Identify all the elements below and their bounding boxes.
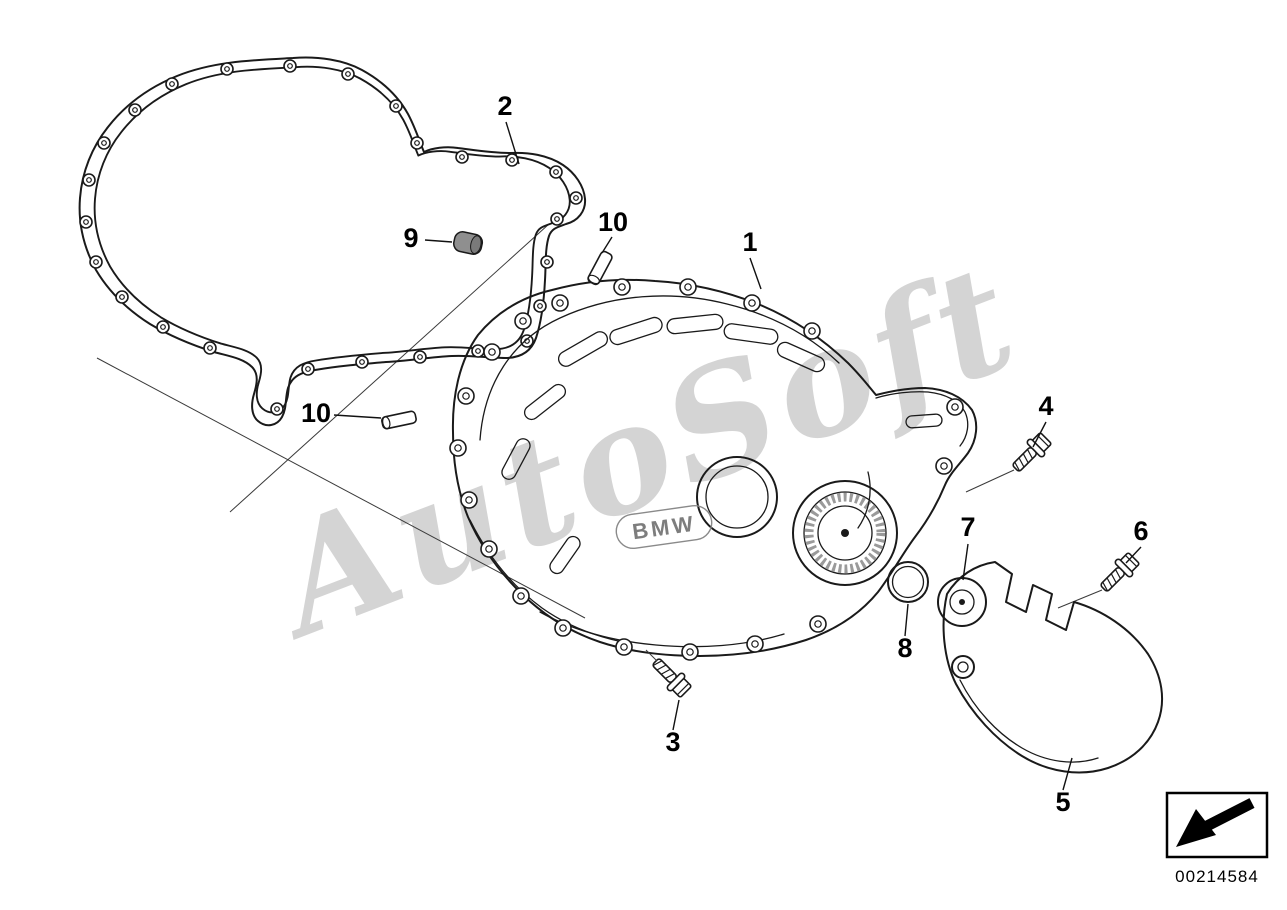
callout-7[interactable]: 7 (960, 512, 975, 542)
screw-4 (1006, 429, 1055, 478)
callout-3[interactable]: 3 (665, 727, 680, 757)
callout-10-left[interactable]: 10 (301, 398, 331, 428)
callout-2[interactable]: 2 (497, 91, 512, 121)
screw-3-pointer (645, 649, 658, 662)
cover-part-1: BMW (449, 278, 978, 661)
screw-4-pointer (965, 469, 1015, 493)
document-number: 00214584 (1175, 867, 1259, 886)
callout-9[interactable]: 9 (403, 223, 418, 253)
gasket-part-2 (78, 56, 587, 427)
direction-arrow-box (1165, 791, 1269, 859)
callout-8[interactable]: 8 (897, 633, 912, 663)
dowel-pin-left (380, 409, 418, 431)
callout-1[interactable]: 1 (742, 227, 757, 257)
o-ring-8 (887, 561, 929, 603)
watermark-text: AutoSoft (243, 228, 1040, 673)
callout-leaders (333, 121, 1142, 791)
plug-9 (452, 231, 484, 255)
screw-3 (646, 652, 695, 701)
plug-7 (937, 577, 987, 627)
callouts: 1 2 3 4 5 6 7 8 9 10 10 (301, 91, 1149, 817)
screw-6-pointer (1057, 589, 1103, 609)
screw-6 (1094, 549, 1143, 598)
bearing-boss (792, 480, 898, 586)
callout-10-top[interactable]: 10 (598, 207, 628, 237)
gasket-bolt-holes (79, 59, 583, 416)
callout-5[interactable]: 5 (1055, 787, 1070, 817)
direction-arrow-icon (1176, 798, 1255, 847)
cover-bolt-ears (449, 278, 964, 661)
guard-plate-5 (942, 561, 1164, 774)
callout-4[interactable]: 4 (1038, 391, 1053, 421)
callout-6[interactable]: 6 (1133, 516, 1148, 546)
